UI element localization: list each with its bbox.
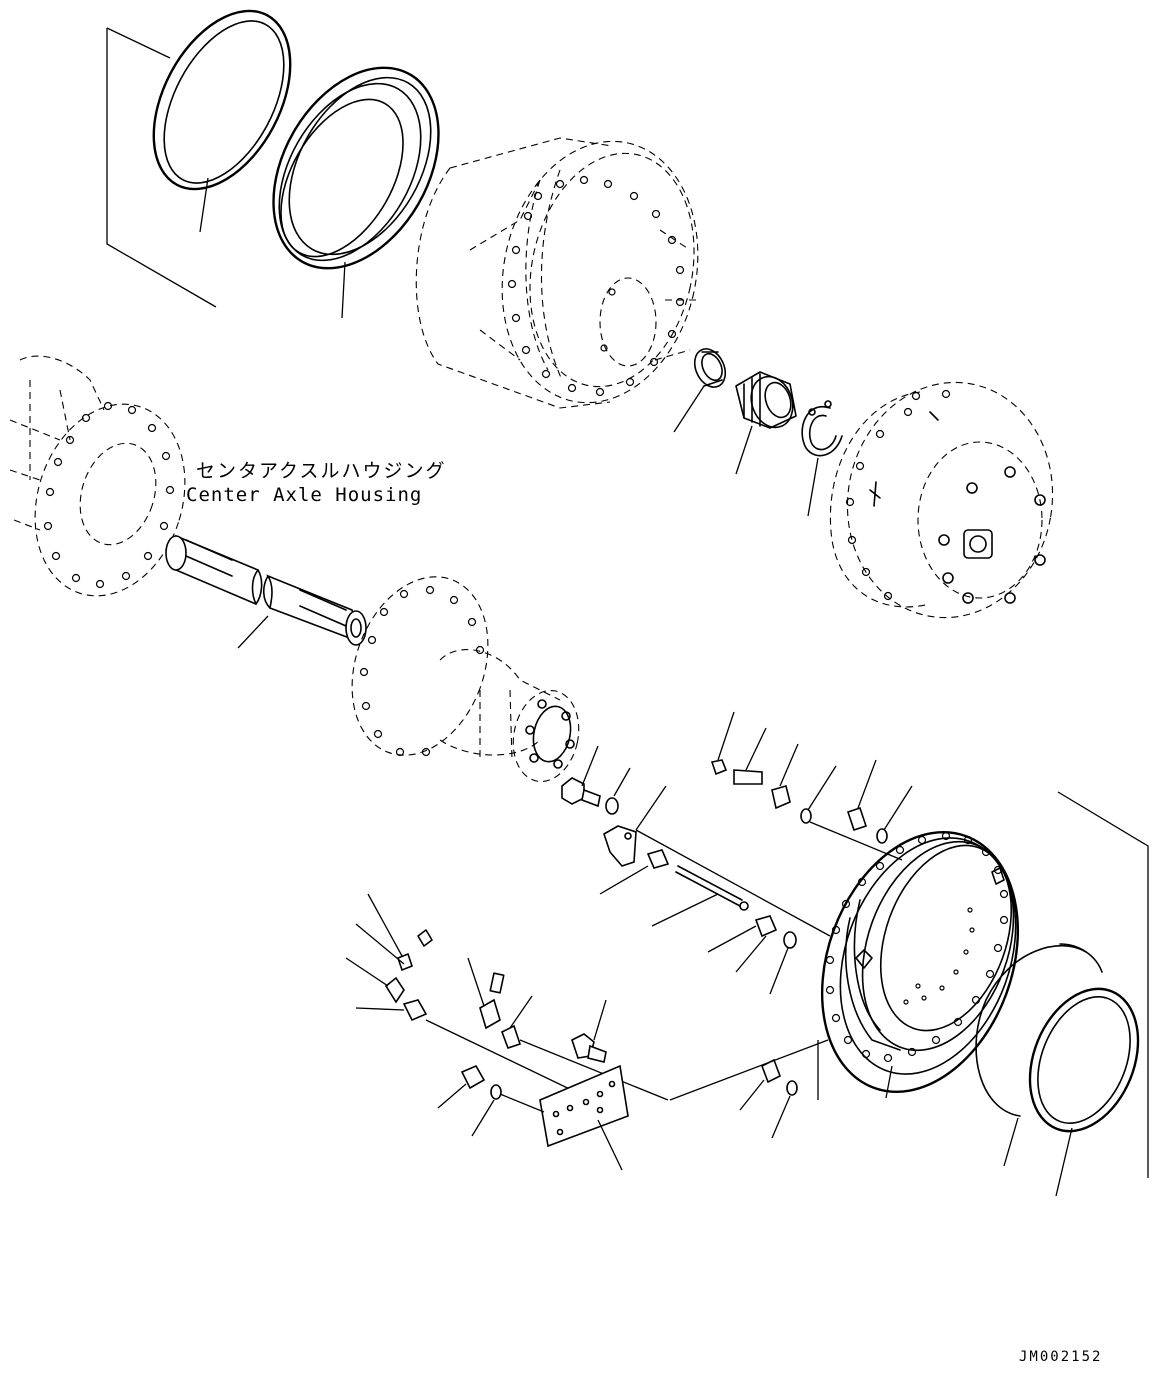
final-drive-case <box>669 831 1020 1101</box>
plug-lower-left <box>437 1064 545 1137</box>
floating-seal <box>272 66 440 319</box>
drawing-code: JM002152 <box>1019 1349 1103 1365</box>
plug-lower-center <box>739 1058 798 1139</box>
wheel-hub <box>351 576 580 783</box>
snap-ring <box>801 400 843 517</box>
rod <box>635 829 831 937</box>
center-axle-housing-label-jp: センタアクスルハウジング <box>196 460 447 482</box>
o-ring-large <box>975 943 1103 1167</box>
center-axle-housing <box>9 355 186 597</box>
seal-ring-lower <box>1028 987 1140 1197</box>
sleeve <box>599 849 670 895</box>
bushing <box>673 348 727 433</box>
fitting-cluster-upper <box>710 711 913 861</box>
mounting-bolt <box>561 745 631 815</box>
fitting-cluster-left <box>345 893 669 1101</box>
fitting-cluster-middle <box>707 915 797 995</box>
seal-group-bracket-right <box>1057 791 1149 1178</box>
wheel-hub-assembly <box>415 137 700 409</box>
cover-plate <box>539 1064 629 1171</box>
center-axle-housing-label-en: Center Axle Housing <box>186 484 423 506</box>
seal-group-bracket <box>106 27 217 308</box>
planetary-carrier <box>829 381 1054 619</box>
axle-shaft <box>165 534 367 649</box>
sensor-bracket <box>603 785 667 867</box>
spline-coupling <box>735 371 797 475</box>
plate-bolt <box>571 999 607 1063</box>
